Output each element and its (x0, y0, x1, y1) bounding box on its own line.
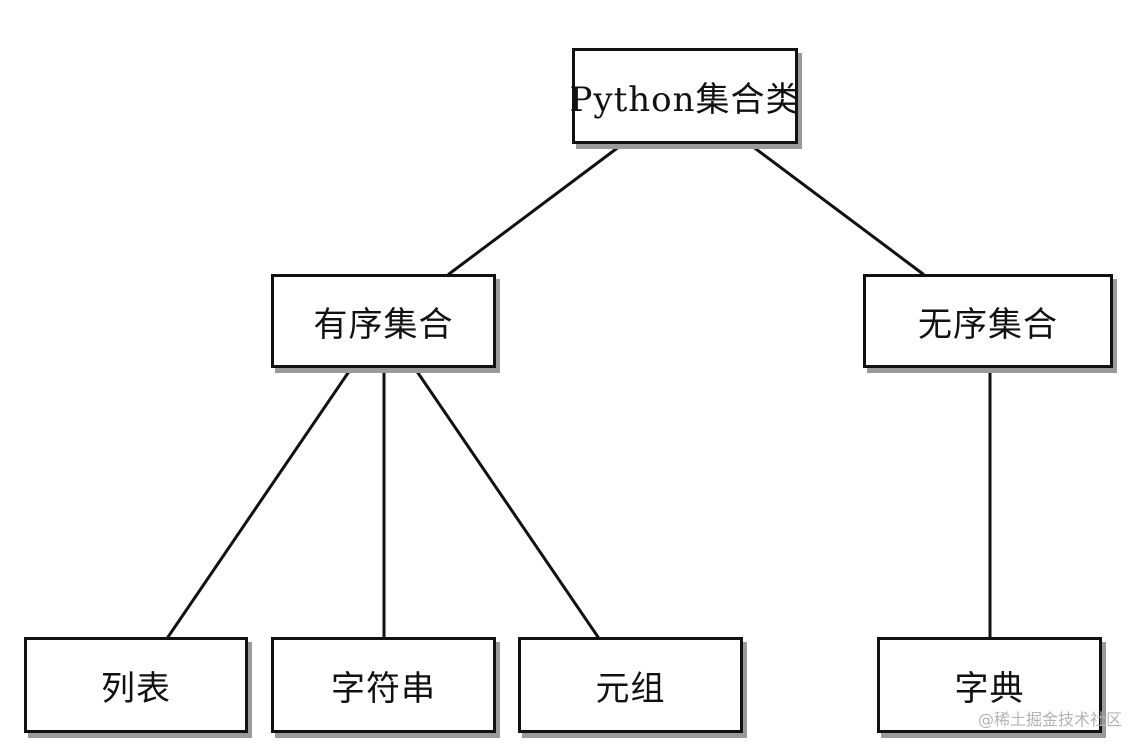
edge-ordered-list (166, 368, 352, 639)
node-dict: 字典 (877, 637, 1102, 733)
edge-root-unordered (750, 144, 925, 276)
node-tuple: 元组 (518, 637, 743, 733)
node-list: 列表 (24, 637, 248, 733)
watermark-text: @稀土掘金技术社区 (977, 710, 1122, 729)
edge-root-ordered (447, 144, 622, 276)
edge-ordered-tuple (414, 368, 600, 639)
node-string: 字符串 (271, 637, 496, 733)
node-python-collections: Python集合类 (570, 48, 800, 144)
node-unordered-collections: 无序集合 (863, 274, 1113, 368)
node-ordered-collections: 有序集合 (271, 274, 496, 368)
